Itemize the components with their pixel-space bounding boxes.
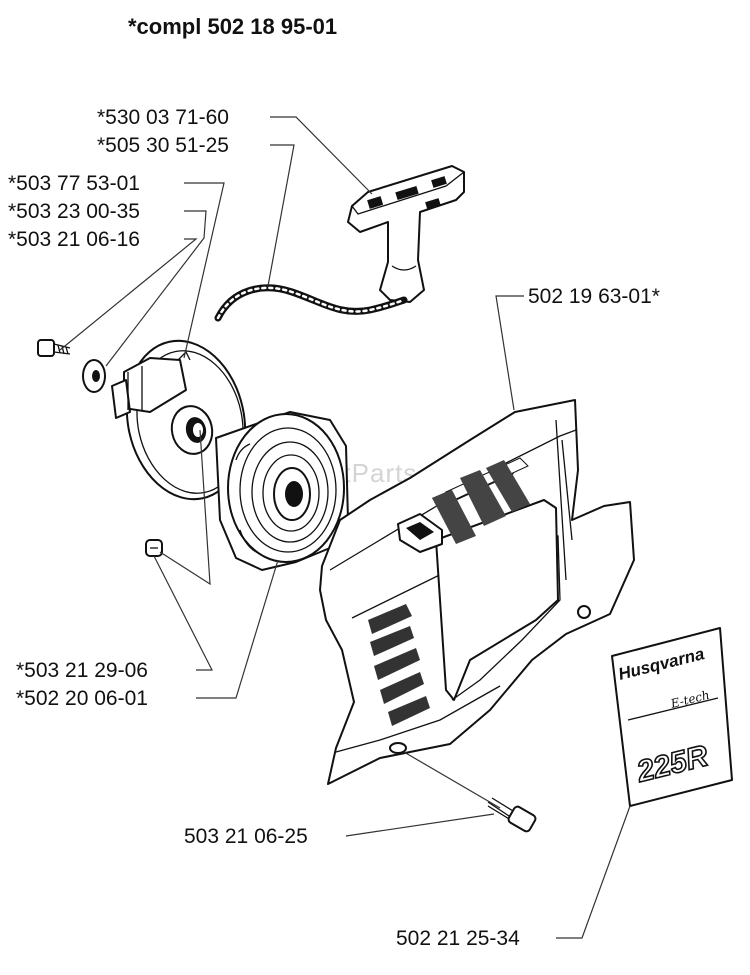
screw-pulley — [145, 539, 163, 557]
assembly-title: *compl 502 18 95-01 — [128, 14, 337, 39]
leader-lines — [59, 116, 631, 939]
label-503-77-53-01: *503 77 53-01 — [8, 172, 140, 195]
label-503-23-00-35: *503 23 00-35 — [8, 200, 140, 223]
rope-pulley — [111, 339, 247, 501]
label-503-21-29-06: *503 21 29-06 — [16, 659, 148, 682]
label-502-21-25-34: 502 21 25-34 — [396, 927, 520, 950]
recoil-spring-housing — [215, 411, 349, 571]
label-502-19-63-01: 502 19 63-01* — [528, 285, 660, 308]
screw-small — [37, 339, 71, 357]
label-503-21-06-25: 503 21 06-25 — [184, 825, 308, 848]
label-505-30-51-25: *505 30 51-25 — [97, 134, 229, 157]
model-decal: Husqvarna E-tech 225R — [611, 627, 733, 807]
starter-handle — [347, 165, 465, 303]
washer — [82, 359, 106, 393]
starter-cover — [319, 399, 635, 785]
starter-rope — [214, 284, 408, 322]
screw-cover — [487, 797, 537, 833]
label-502-20-06-01: *502 20 06-01 — [16, 687, 148, 710]
label-530-03-71-60: *530 03 71-60 — [97, 106, 229, 129]
label-503-21-06-16: *503 21 06-16 — [8, 228, 140, 251]
